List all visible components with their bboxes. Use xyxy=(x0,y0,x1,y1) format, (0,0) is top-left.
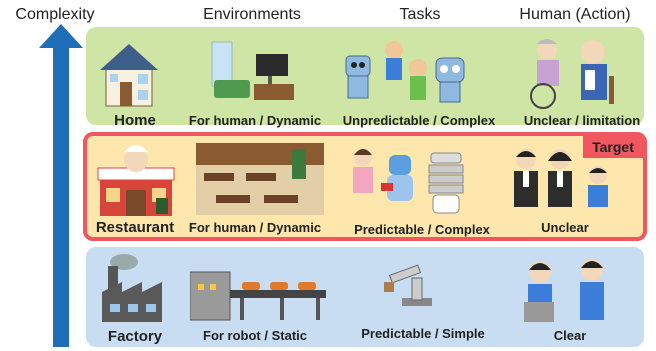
living-room-illustration xyxy=(211,41,294,100)
restaurant-label: Restaurant xyxy=(95,219,175,236)
conveyor-machine-illustration xyxy=(190,271,326,321)
robot-arm-illustration xyxy=(384,264,432,306)
factory-building-illustration xyxy=(102,254,162,322)
house-illustration xyxy=(100,44,158,107)
target-badge: Target xyxy=(583,136,643,158)
factory-environment-label: For robot / Static xyxy=(203,328,307,343)
factory-task-label: Predictable / Simple xyxy=(361,326,485,341)
service-robot-illustration xyxy=(353,148,464,214)
human-header: Human (Action) xyxy=(519,6,631,23)
complexity-arrow-shaft xyxy=(53,44,69,347)
restaurant-task-label: Predictable / Complex xyxy=(354,222,490,237)
tasks-header: Tasks xyxy=(399,6,441,23)
home-human-label: Unclear / limitation xyxy=(523,113,641,128)
restaurant-building-illustration xyxy=(97,145,175,216)
complexity-header: Complexity xyxy=(15,6,95,23)
elderly-and-injured-illustration xyxy=(530,39,614,109)
home-label: Home xyxy=(114,112,156,129)
restaurant-human-label: Unclear xyxy=(541,220,589,235)
home-environment-label: For human / Dynamic xyxy=(188,113,322,128)
robots-kids-illustration xyxy=(345,41,465,103)
workers-illustration xyxy=(524,259,604,322)
home-task-label: Unpredictable / Complex xyxy=(342,113,496,128)
environments-header: Environments xyxy=(203,6,301,23)
factory-label: Factory xyxy=(107,328,163,345)
factory-human-label: Clear xyxy=(553,328,587,343)
dining-room-illustration xyxy=(196,143,324,215)
restaurant-environment-label: For human / Dynamic xyxy=(188,220,322,235)
customers-illustration xyxy=(514,149,608,207)
